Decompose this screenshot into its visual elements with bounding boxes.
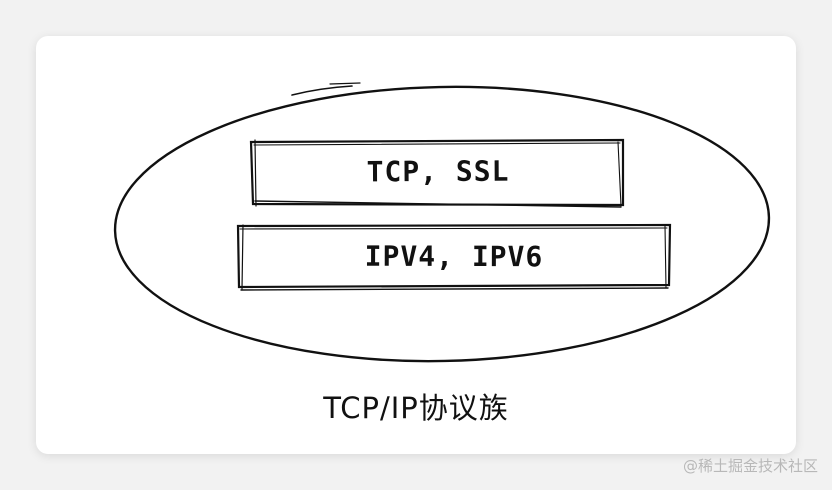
watermark-text: @稀土掘金技术社区: [682, 457, 818, 475]
diagram-caption: TCP/IP协议族: [323, 391, 509, 425]
network-layer-box: [236, 223, 672, 291]
layer-label-transport: TCP, SSL: [366, 154, 510, 189]
layer-label-network: IPV4, IPV6: [364, 239, 544, 274]
transport-layer-box: [249, 138, 625, 208]
protocol-suite-ellipse: [113, 82, 771, 363]
